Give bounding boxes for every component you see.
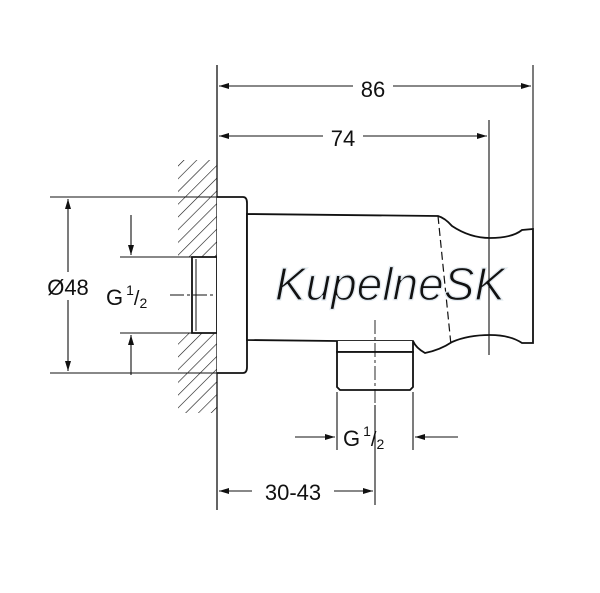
outlet-thread-slash: / <box>371 429 377 451</box>
outlet-thread-letter: G <box>343 426 360 451</box>
dimension-overall-length: 86 <box>361 77 385 102</box>
dimension-length-to-holder: 74 <box>331 126 355 151</box>
center-lines <box>170 294 376 405</box>
dimension-wall-to-outlet: 30-43 <box>265 480 321 505</box>
outlet-thread-numerator: 1 <box>363 423 371 439</box>
wall-flange <box>217 196 248 374</box>
inlet-thread-slash: / <box>134 288 140 310</box>
holder-body <box>246 213 534 354</box>
dimension-flange-diameter: Ø48 <box>47 275 89 300</box>
outlet-thread-denominator: 2 <box>376 436 384 452</box>
shower-outlet-body <box>191 196 534 391</box>
inlet-thread-numerator: 1 <box>126 282 134 298</box>
watermark: KupelneSK <box>275 258 507 310</box>
inlet-thread-denominator: 2 <box>139 295 147 311</box>
inlet-thread-letter: G <box>106 285 123 310</box>
